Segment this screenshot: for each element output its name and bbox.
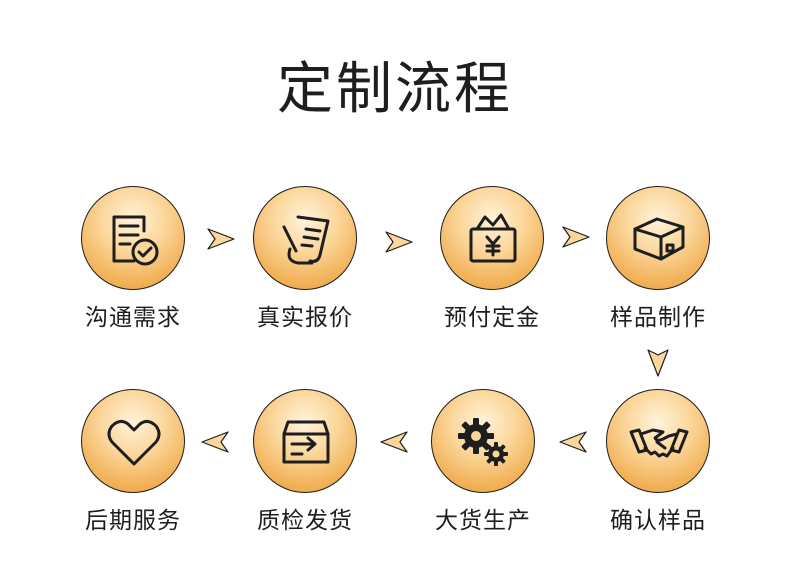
heart-icon <box>107 419 161 466</box>
delivery-box-icon <box>282 420 330 464</box>
arrow-left-icon <box>200 430 230 454</box>
step-circle <box>81 186 185 290</box>
step-circle <box>431 389 535 493</box>
arrow-right-icon <box>206 227 236 251</box>
step-label: 质检发货 <box>257 508 353 534</box>
page-title: 定制流程 <box>277 57 513 122</box>
arrow-left-icon <box>558 430 588 454</box>
handshake-icon <box>629 428 689 458</box>
step-label: 沟通需求 <box>85 305 181 331</box>
step-label: 确认样品 <box>610 508 706 534</box>
step-circle <box>606 186 710 290</box>
document-check-icon <box>112 215 159 266</box>
step-label: 预付定金 <box>444 305 540 331</box>
step-label: 样品制作 <box>610 305 706 331</box>
step-label: 真实报价 <box>257 305 353 331</box>
step-circle <box>253 389 357 493</box>
quote-receipt-icon <box>282 215 330 265</box>
arrow-down-icon <box>646 348 670 378</box>
arrow-right-icon <box>561 225 591 249</box>
step-circle <box>81 389 185 493</box>
step-label: 大货生产 <box>435 508 531 534</box>
arrow-left-icon <box>379 430 409 454</box>
step-label: 后期服务 <box>85 508 181 534</box>
step-circle <box>440 186 544 290</box>
step-circle <box>606 389 710 493</box>
step-circle <box>253 186 357 290</box>
gears-icon <box>458 418 508 466</box>
box-icon <box>633 217 685 261</box>
wallet-yuan-icon <box>469 213 517 263</box>
arrow-right-icon <box>384 230 414 254</box>
